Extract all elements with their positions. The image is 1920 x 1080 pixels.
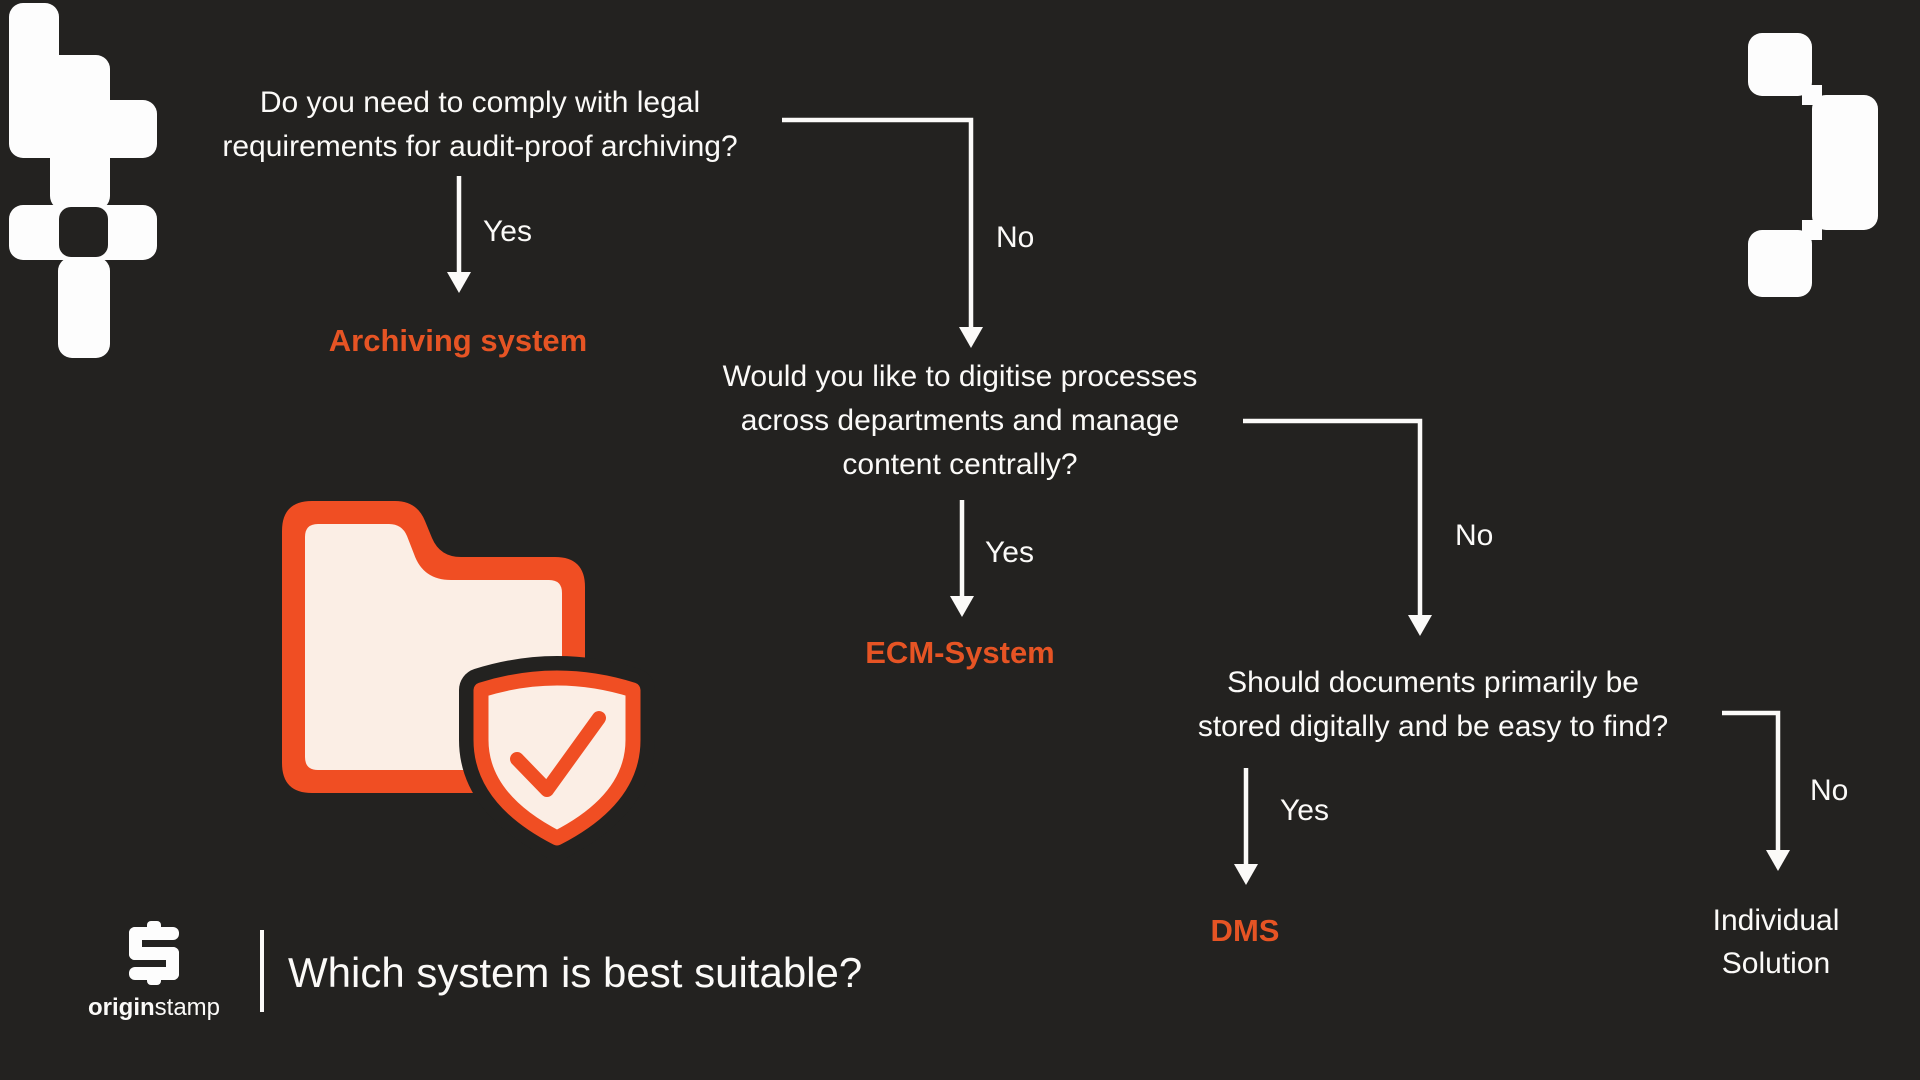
- pixel-decor-top-right-icon: [1748, 33, 1878, 297]
- title-separator-line: [260, 930, 264, 1012]
- outcome-individual-solution: Individual Solution: [1713, 899, 1840, 985]
- folder-with-shield-check-icon: [282, 501, 655, 858]
- question-1: Do you need to comply with legal require…: [222, 81, 737, 169]
- question-1-line-1: Do you need to comply with legal: [259, 86, 701, 119]
- question-2-line-1: Would you like to digitise processes: [722, 360, 1198, 393]
- outcome-individual-line-1: Individual: [1712, 904, 1840, 937]
- originstamp-s-mark-icon: [129, 921, 179, 985]
- branch-label-q2-yes: Yes: [985, 536, 1034, 569]
- branch-label-q2-no: No: [1455, 519, 1494, 552]
- page-title: Which system is best suitable?: [288, 949, 863, 996]
- question-2-line-2: across departments and manage: [740, 404, 1180, 437]
- question-2-line-3: content centrally?: [842, 448, 1078, 481]
- outcome-archiving-system: Archiving system: [328, 323, 588, 358]
- question-3-line-1: Should documents primarily be: [1227, 666, 1639, 699]
- branch-label-q3-yes: Yes: [1280, 794, 1329, 827]
- arrow-q2-yes: [950, 500, 974, 617]
- branch-label-q3-no: No: [1810, 774, 1849, 807]
- originstamp-wordmark: originstamp: [88, 995, 220, 1021]
- wordmark-origin: origin: [87, 994, 155, 1021]
- branch-label-q1-no: No: [996, 221, 1035, 254]
- outcome-ecm-system: ECM-System: [865, 635, 1055, 670]
- question-2: Would you like to digitise processes acr…: [723, 355, 1198, 487]
- arrow-q1-yes: [447, 176, 471, 293]
- question-3-line-2: stored digitally and be easy to find?: [1197, 710, 1669, 743]
- pixel-decor-top-left-icon: [9, 3, 157, 358]
- question-3: Should documents primarily be stored dig…: [1198, 661, 1668, 749]
- outcome-dms: DMS: [1210, 913, 1280, 948]
- question-1-line-2: requirements for audit-proof archiving?: [222, 130, 738, 163]
- branch-label-q1-yes: Yes: [483, 215, 532, 248]
- arrow-q3-no: [1722, 710, 1790, 871]
- arrow-q2-no: [1243, 418, 1432, 636]
- outcome-individual-line-2: Solution: [1721, 947, 1831, 980]
- arrow-q1-no: [782, 117, 983, 348]
- wordmark-stamp: stamp: [154, 994, 221, 1021]
- arrow-q3-yes: [1234, 768, 1258, 885]
